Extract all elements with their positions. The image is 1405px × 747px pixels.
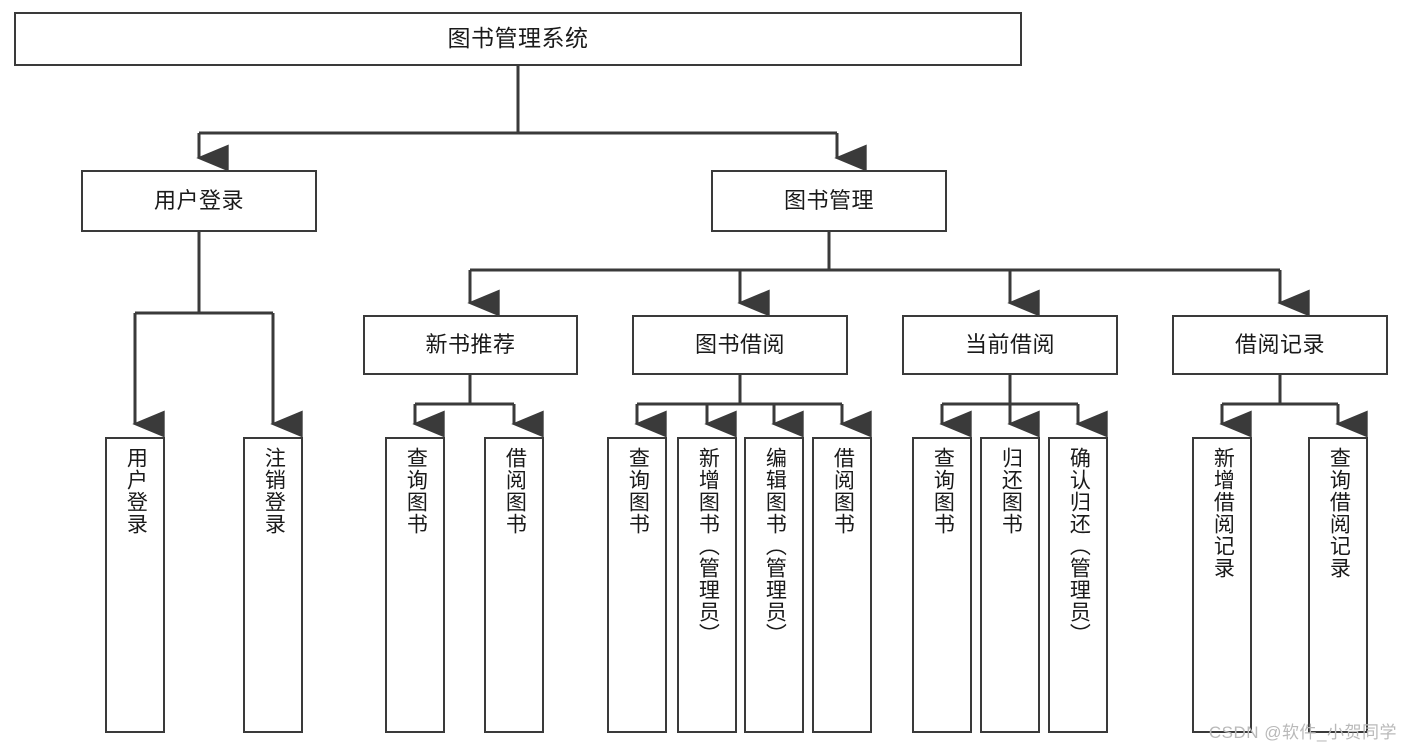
node-label: 查询图书 xyxy=(404,447,428,535)
node-new-book-recommend[interactable]: 新书推荐 xyxy=(363,315,578,375)
leaf-add-book-admin[interactable]: 新增图书（管理员） xyxy=(677,437,737,733)
node-book-borrow[interactable]: 图书借阅 xyxy=(632,315,848,375)
leaf-borrow-book-recommend[interactable]: 借阅图书 xyxy=(484,437,544,733)
node-label: 当前借阅 xyxy=(964,332,1055,358)
node-label: 图书管理系统 xyxy=(447,25,589,52)
node-label: 图书管理 xyxy=(783,188,874,214)
node-root-system[interactable]: 图书管理系统 xyxy=(14,12,1022,66)
node-label: 编辑图书（管理员） xyxy=(763,447,787,645)
leaf-logout[interactable]: 注销登录 xyxy=(243,437,303,733)
node-label: 用户登录 xyxy=(124,447,148,535)
node-label: 归还图书 xyxy=(999,447,1023,535)
node-label: 借阅图书 xyxy=(503,447,527,535)
node-user-login[interactable]: 用户登录 xyxy=(81,170,317,232)
node-label: 查询图书 xyxy=(931,447,955,535)
leaf-query-borrow-record[interactable]: 查询借阅记录 xyxy=(1308,437,1368,733)
node-label: 查询图书 xyxy=(626,447,650,535)
leaf-edit-book-admin[interactable]: 编辑图书（管理员） xyxy=(744,437,804,733)
leaf-query-book-borrow[interactable]: 查询图书 xyxy=(607,437,667,733)
node-current-borrow[interactable]: 当前借阅 xyxy=(902,315,1118,375)
node-label: 借阅记录 xyxy=(1234,332,1325,358)
node-label: 新书推荐 xyxy=(425,332,516,358)
leaf-user-login[interactable]: 用户登录 xyxy=(105,437,165,733)
node-label: 图书借阅 xyxy=(694,332,785,358)
node-label: 用户登录 xyxy=(153,188,244,214)
node-book-management[interactable]: 图书管理 xyxy=(711,170,947,232)
node-label: 新增图书（管理员） xyxy=(696,447,720,645)
leaf-confirm-return-admin[interactable]: 确认归还（管理员） xyxy=(1048,437,1108,733)
node-label: 注销登录 xyxy=(262,447,286,535)
node-borrow-record[interactable]: 借阅记录 xyxy=(1172,315,1388,375)
leaf-query-book-recommend[interactable]: 查询图书 xyxy=(385,437,445,733)
leaf-borrow-book[interactable]: 借阅图书 xyxy=(812,437,872,733)
node-label: 确认归还（管理员） xyxy=(1067,447,1091,645)
leaf-query-book-current[interactable]: 查询图书 xyxy=(912,437,972,733)
node-label: 查询借阅记录 xyxy=(1327,447,1351,579)
node-label: 新增借阅记录 xyxy=(1211,447,1235,579)
csdn-watermark: CSDN @软件_小贺同学 xyxy=(1208,723,1397,742)
leaf-add-borrow-record[interactable]: 新增借阅记录 xyxy=(1192,437,1252,733)
leaf-return-book[interactable]: 归还图书 xyxy=(980,437,1040,733)
node-label: 借阅图书 xyxy=(831,447,855,535)
